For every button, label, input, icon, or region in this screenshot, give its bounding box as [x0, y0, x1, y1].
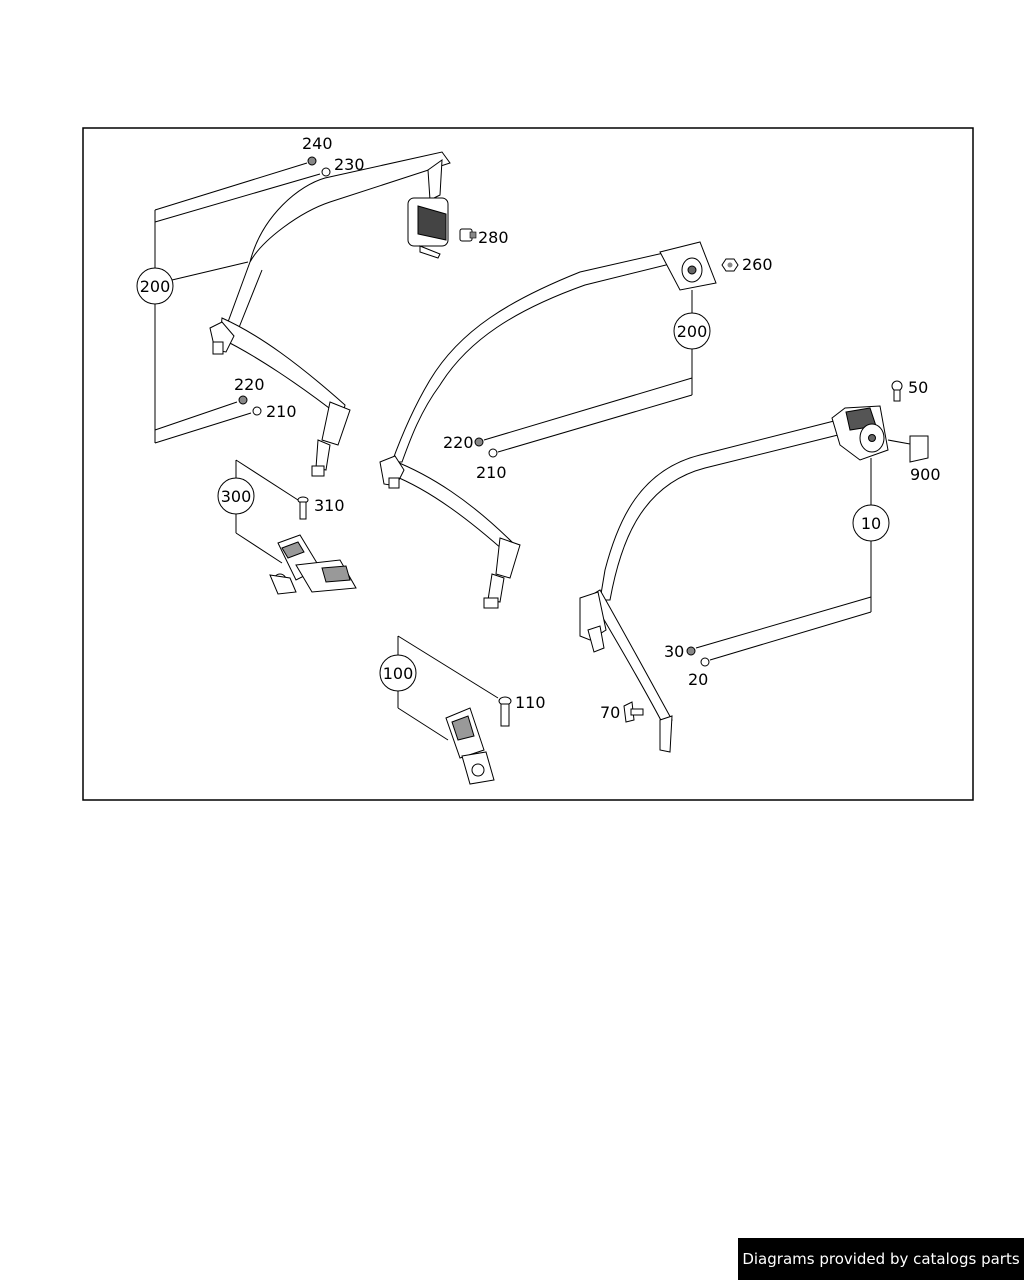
callout-70: 70 — [600, 703, 620, 722]
leader-lines-middle-200 — [483, 290, 693, 453]
callout-230: 230 — [334, 155, 365, 174]
assembly-300-circle — [217, 477, 255, 515]
callout-30: 30 — [664, 642, 684, 661]
nut-260-icon — [721, 258, 739, 272]
bolt-310-icon — [297, 496, 309, 520]
callout-220-left: 220 — [234, 375, 265, 394]
callout-260: 260 — [742, 255, 773, 274]
buckle-assembly-300 — [235, 459, 357, 595]
callout-50: 50 — [908, 378, 928, 397]
leader-lines-right-10 — [695, 458, 872, 661]
bolt-280-icon — [459, 228, 477, 242]
assembly-300-label: 300 — [221, 487, 252, 506]
belt-assembly-left — [209, 151, 451, 477]
diagram-frame — [82, 127, 974, 801]
assembly-200-middle-label: 200 — [677, 322, 708, 341]
callout-20: 20 — [688, 670, 708, 689]
nut-240-icon — [307, 156, 317, 166]
callout-240: 240 — [302, 134, 333, 153]
bolt-70-icon — [623, 701, 644, 723]
washer-230-icon — [321, 167, 331, 177]
bolt-50-icon — [891, 380, 903, 402]
belt-assembly-middle — [379, 241, 717, 609]
callout-310: 310 — [314, 496, 345, 515]
bolt-110-icon — [498, 696, 512, 727]
buckle-assembly-100 — [397, 635, 499, 785]
callout-220-middle: 220 — [443, 433, 474, 452]
callout-280: 280 — [478, 228, 509, 247]
assembly-100-circle — [379, 654, 417, 692]
assembly-10-circle — [852, 504, 890, 542]
assembly-200-left-label: 200 — [140, 277, 171, 296]
assembly-200-middle-circle — [673, 312, 711, 350]
assembly-100-label: 100 — [383, 664, 414, 683]
callout-210-left: 210 — [266, 402, 297, 421]
callout-210-middle: 210 — [476, 463, 507, 482]
callout-900: 900 — [910, 465, 941, 484]
washer-210-left-icon — [252, 406, 262, 416]
belt-assembly-right — [579, 405, 929, 753]
nut-220-left-icon — [238, 395, 248, 405]
footer-credit-badge: Diagrams provided by catalogs parts — [738, 1238, 1024, 1280]
washer-210-middle-icon — [488, 448, 498, 458]
assembly-10-label: 10 — [861, 514, 881, 533]
callout-110: 110 — [515, 693, 546, 712]
washer-20-icon — [700, 657, 710, 667]
assembly-200-left-circle — [136, 267, 174, 305]
nut-30-icon — [686, 646, 696, 656]
nut-220-middle-icon — [474, 437, 484, 447]
leader-lines-left-200 — [154, 162, 321, 444]
